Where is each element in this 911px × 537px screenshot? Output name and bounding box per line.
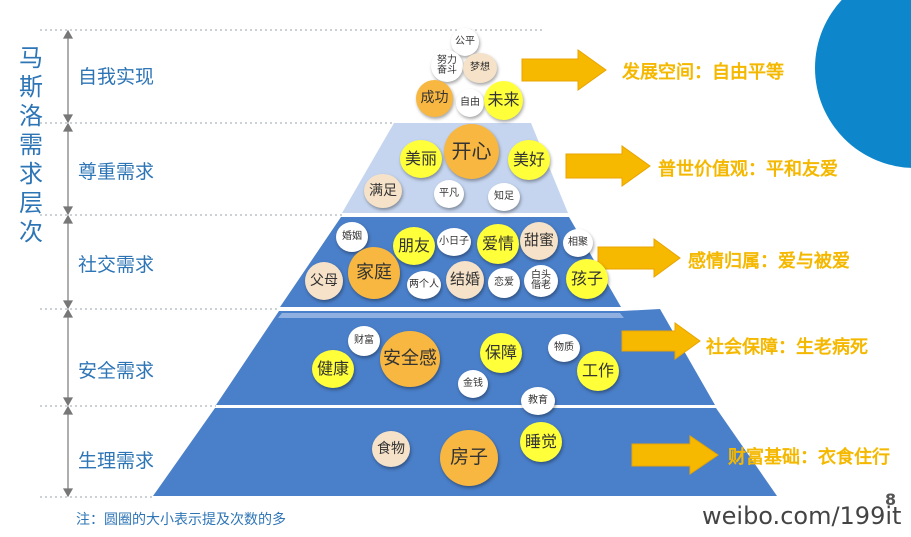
bubble-fangzi: 房子 <box>440 430 498 486</box>
bubble-gongzuo: 工作 <box>577 351 619 391</box>
bubble-jiankang: 健康 <box>312 350 354 388</box>
bubble-caifu: 财富 <box>348 326 380 356</box>
bubble-manzu: 满足 <box>364 174 402 208</box>
bubble-baitou: 白头 偕老 <box>524 265 558 297</box>
bubble-xiaorizi: 小日子 <box>437 228 471 256</box>
bubble-xiangju: 相聚 <box>563 229 593 257</box>
bubble-ziyou: 自由 <box>456 89 484 117</box>
bubble-anquangan: 安全感 <box>380 331 440 387</box>
goal-physiological: 财富基础：衣食住行 <box>728 447 890 468</box>
level-highlight <box>278 313 624 318</box>
bubble-tianmi: 甜蜜 <box>520 222 558 260</box>
bubble-jiaoyu: 教育 <box>521 387 555 415</box>
goal-social: 感情归属：爱与被爱 <box>688 251 850 272</box>
bubble-lianggeren: 两个人 <box>407 271 441 299</box>
bubble-lianai: 恋爱 <box>488 268 520 298</box>
bubble-jiating: 家庭 <box>348 247 400 299</box>
goal-arrows <box>521 49 719 475</box>
bubble-nuli: 努力 奋斗 <box>431 50 463 82</box>
bubble-meihao: 美好 <box>508 140 550 180</box>
watermark: weibo.com/199it <box>702 502 902 530</box>
page-title: 马斯洛需求层次 <box>19 44 43 246</box>
level-label-physiological: 生理需求 <box>78 450 155 472</box>
bubble-shiwu: 食物 <box>372 431 410 467</box>
footnote: 注：圆圈的大小表示提及次数的多 <box>76 512 286 528</box>
goal-safety: 社会保障：生老病死 <box>706 337 868 358</box>
corner-decoration <box>815 0 911 168</box>
bubble-weilai: 未来 <box>484 81 523 120</box>
arrow-esteem <box>565 145 651 187</box>
level-label-self-actualization: 自我实现 <box>78 66 155 88</box>
bubble-wuzhi: 物质 <box>548 334 580 362</box>
goal-self-actualization: 发展空间：自由平等 <box>622 62 784 83</box>
bubble-meili: 美丽 <box>400 140 442 178</box>
bubble-baozhang: 保障 <box>480 333 522 373</box>
bubble-mengxiang: 梦想 <box>463 53 497 83</box>
bubble-chenggong: 成功 <box>416 80 453 117</box>
bubble-jinqian: 金钱 <box>458 370 488 398</box>
bubble-zhizu: 知足 <box>488 183 520 211</box>
bubble-pingfan: 平凡 <box>434 180 464 208</box>
bubble-aiqing: 爱情 <box>477 224 519 264</box>
bubble-hunyin: 婚姻 <box>336 222 368 252</box>
level-label-safety: 安全需求 <box>78 360 155 382</box>
page-number: 8 <box>885 490 897 509</box>
level-label-esteem: 尊重需求 <box>78 161 155 183</box>
arrow-social <box>597 238 681 278</box>
level-label-social: 社交需求 <box>78 254 155 276</box>
goal-esteem: 普世价值观：平和友爱 <box>658 159 838 180</box>
bubble-fumu: 父母 <box>305 262 343 300</box>
arrow-self-actualization <box>521 49 607 91</box>
bubble-kaixin: 开心 <box>444 124 499 179</box>
bubble-jiehun: 结婚 <box>446 261 484 299</box>
bubble-shuijiao: 睡觉 <box>520 422 562 462</box>
bubble-haizi: 孩子 <box>566 259 608 299</box>
level-separators <box>40 29 543 498</box>
arrow-safety <box>621 322 701 360</box>
level-scale <box>62 29 74 498</box>
bubble-pengyou: 朋友 <box>393 227 435 265</box>
arrow-physiological <box>631 435 719 475</box>
bubble-gongping: 公平 <box>451 28 479 56</box>
